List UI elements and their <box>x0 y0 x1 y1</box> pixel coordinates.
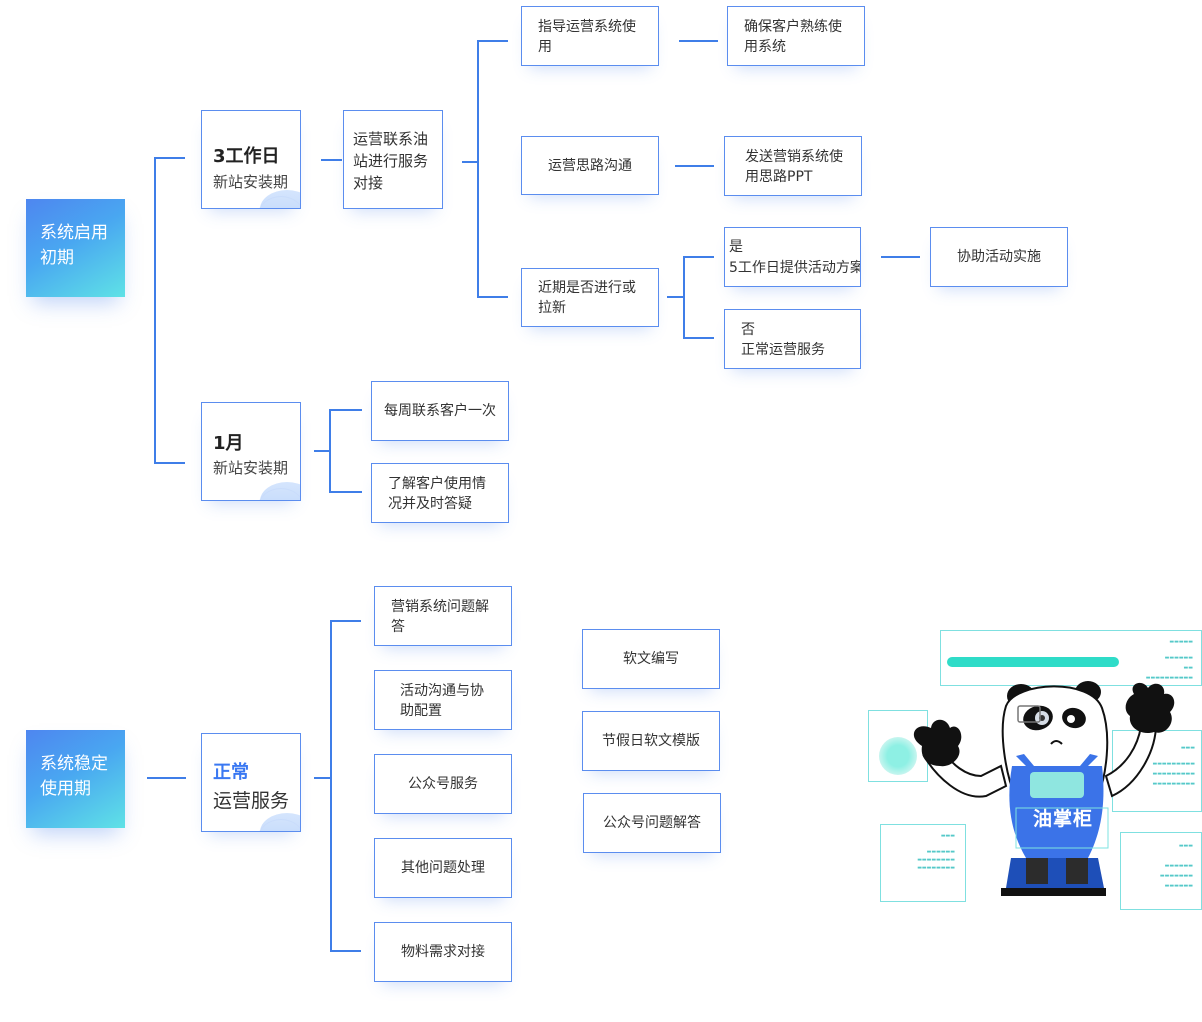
node-connect-station-text: 运营联系油站进行服务对接 <box>353 130 429 192</box>
node-send-ppt: 发送营销系统使用思路PPT <box>724 136 862 196</box>
node-no-text: 正常运营服务 <box>741 342 825 358</box>
stage-initial-label: 系统启用初期 <box>40 223 108 268</box>
period-1-unit: 月 <box>225 433 244 454</box>
node-other-issues: 其他问题处理 <box>374 838 512 898</box>
mascot-illustration: ▬▬▬▬▬ ▬▬▬▬▬▬ ▬▬ ▬▬▬▬▬▬▬▬▬▬ ▬▬▬ ▬▬▬▬▬▬▬▬▬… <box>866 626 1202 916</box>
node-activity-config-text: 活动沟通与协助配置 <box>400 683 484 719</box>
node-activity-config: 活动沟通与协助配置 <box>374 670 512 730</box>
node-recent-activity-text: 近期是否进行或拉新 <box>538 280 636 316</box>
node-ensure-skilled: 确保客户熟练使用系统 <box>727 6 865 66</box>
node-marketing-qa: 营销系统问题解答 <box>374 586 512 646</box>
period-normal-line2: 运营服务 <box>213 790 290 812</box>
hud-panel-bottom-right: ▬▬▬ ▬▬▬▬▬▬ ▬▬▬▬▬▬▬ ▬▬▬▬▬▬ <box>1120 832 1202 910</box>
node-assist-activity: 协助活动实施 <box>930 227 1068 287</box>
period-1-number: 1 <box>213 433 226 454</box>
node-ensure-skilled-text: 确保客户熟练使用系统 <box>744 19 842 55</box>
stage-initial: 系统启用初期 <box>26 199 125 297</box>
node-no-label: 否 <box>741 322 755 338</box>
node-no-branch: 否 正常运营服务 <box>724 309 861 369</box>
node-holiday-template-text: 节假日软文模版 <box>602 733 700 749</box>
node-soft-article: 软文编写 <box>582 629 720 689</box>
node-send-ppt-text: 发送营销系统使用思路PPT <box>745 149 843 185</box>
hud-circle-icon <box>879 737 917 775</box>
node-official-account-service-text: 公众号服务 <box>408 776 478 792</box>
node-assist-activity-text: 协助活动实施 <box>957 249 1041 265</box>
node-ops-idea-text: 运营思路沟通 <box>548 157 632 174</box>
period-3-unit: 工作日 <box>225 146 280 167</box>
node-ops-idea: 运营思路沟通 <box>521 136 659 195</box>
node-understand-usage-text: 了解客户使用情况并及时答疑 <box>388 476 486 512</box>
node-guide-use-text: 指导运营系统使用 <box>538 19 636 55</box>
node-material-needs-text: 物料需求对接 <box>401 944 485 960</box>
panda-mascot-icon <box>913 681 1175 896</box>
node-guide-use: 指导运营系统使用 <box>521 6 659 66</box>
period-3-workdays: 3工作日 新站安装期 <box>201 110 301 209</box>
period-3-subtitle: 新站安装期 <box>213 173 289 191</box>
node-official-account-qa-text: 公众号问题解答 <box>603 815 701 831</box>
node-marketing-qa-text: 营销系统问题解答 <box>391 599 489 635</box>
node-yes-text: 5工作日提供活动方案 <box>729 260 861 276</box>
node-other-issues-text: 其他问题处理 <box>401 860 485 876</box>
node-soft-article-text: 软文编写 <box>623 651 679 667</box>
mascot-logo-text: 油掌柜 <box>1032 808 1093 830</box>
stage-stable-label: 系统稳定使用期 <box>40 754 108 799</box>
node-material-needs: 物料需求对接 <box>374 922 512 982</box>
node-recent-activity: 近期是否进行或拉新 <box>521 268 659 327</box>
period-3-number: 3 <box>213 146 226 167</box>
hud-progress-bar <box>947 657 1119 667</box>
hud-panel-bottom-left: ▬▬▬ ▬▬▬▬▬▬ ▬▬▬▬▬▬▬▬ ▬▬▬▬▬▬▬▬ <box>880 824 966 902</box>
node-connect-station: 运营联系油站进行服务对接 <box>343 110 443 209</box>
period-normal-line1: 正常 <box>213 762 249 783</box>
node-yes-branch: 是 5工作日提供活动方案 <box>724 227 861 287</box>
node-weekly-contact: 每周联系客户一次 <box>371 381 509 441</box>
node-holiday-template: 节假日软文模版 <box>582 711 720 771</box>
stage-stable: 系统稳定使用期 <box>26 730 125 828</box>
node-official-account-service: 公众号服务 <box>374 754 512 814</box>
node-understand-usage: 了解客户使用情况并及时答疑 <box>371 463 509 523</box>
node-weekly-contact-text: 每周联系客户一次 <box>384 403 496 419</box>
period-1-subtitle: 新站安装期 <box>213 459 289 477</box>
period-1-month: 1月 新站安装期 <box>201 402 301 501</box>
period-normal-service: 正常 运营服务 <box>201 733 301 832</box>
node-yes-label: 是 <box>729 239 743 255</box>
node-official-account-qa: 公众号问题解答 <box>583 793 721 853</box>
hud-panel-top: ▬▬▬▬▬ ▬▬▬▬▬▬ ▬▬ ▬▬▬▬▬▬▬▬▬▬ <box>940 630 1202 686</box>
